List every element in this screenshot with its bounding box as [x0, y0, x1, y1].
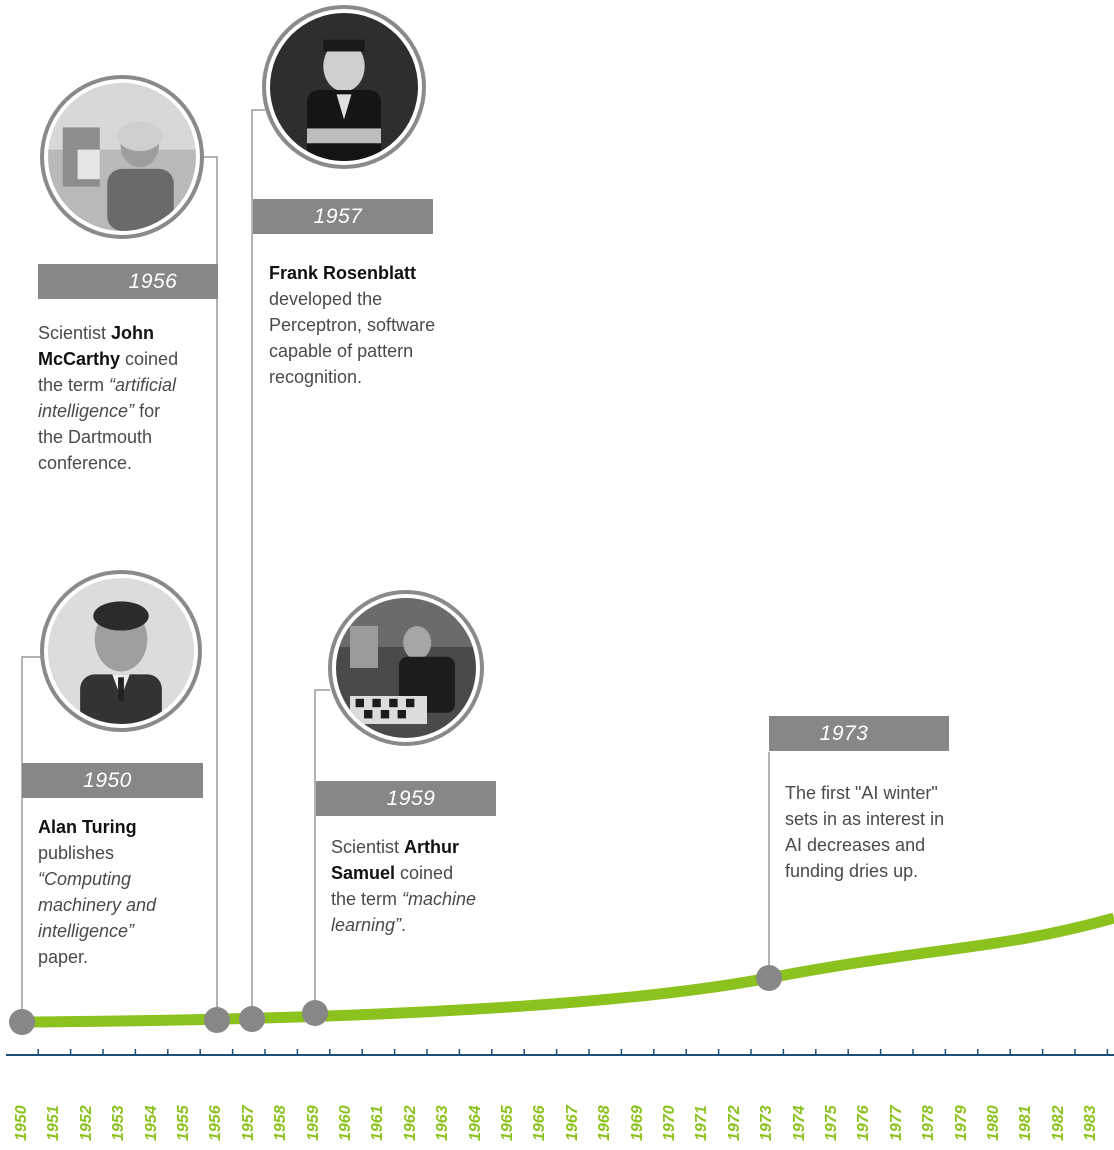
- year-label-1956: 1956: [38, 264, 218, 299]
- axis-year-label: 1963: [434, 1105, 452, 1141]
- event-description-1973: The first "AI winter" sets in as interes…: [785, 780, 950, 884]
- axis-year-label: 1964: [466, 1105, 484, 1141]
- axis-year-label: 1978: [920, 1105, 938, 1141]
- axis-year-label: 1971: [693, 1105, 711, 1141]
- axis-year-label: 1969: [628, 1105, 646, 1141]
- connector-1950: [21, 656, 42, 1022]
- description-fragment: coined the term: [331, 863, 454, 909]
- description-fragment: coined the term: [38, 349, 179, 395]
- event-description-1957: Frank Rosenblatt developed the Perceptro…: [269, 260, 439, 390]
- connector-1957: [251, 109, 265, 1019]
- description-fragment: “artificial intelligence”: [38, 375, 177, 421]
- axis-year-label: 1970: [661, 1105, 678, 1141]
- axis-year-label: 1960: [337, 1105, 354, 1141]
- year-label-1950: 1950: [22, 763, 203, 798]
- axis-year-label: 1973: [758, 1105, 776, 1141]
- event-description-1956: Scientist John McCarthy coined the term …: [38, 320, 188, 476]
- timeline-dot-1957[interactable]: [239, 1006, 265, 1032]
- description-fragment: developed the Perceptron, software capab…: [269, 289, 436, 387]
- portrait-1957: [262, 5, 426, 169]
- description-fragment: The first "AI winter" sets in as interes…: [785, 783, 945, 881]
- event-description-1950: Alan Turing publishes “Computing machine…: [38, 814, 188, 970]
- timeline-dot-1959[interactable]: [302, 1000, 328, 1026]
- axis-year-label: 1966: [531, 1105, 549, 1141]
- axis-year-label: 1967: [563, 1105, 581, 1141]
- description-fragment: publishes: [38, 843, 115, 863]
- portrait-1959: [328, 590, 484, 746]
- portrait-1956: [40, 75, 204, 239]
- axis-year-label: 1955: [175, 1105, 192, 1141]
- description-fragment: Scientist: [331, 837, 405, 857]
- description-fragment: Frank Rosenblatt: [269, 263, 417, 283]
- axis-year-label: 1961: [369, 1105, 387, 1141]
- axis-year-label: 1983: [1082, 1105, 1100, 1141]
- axis-year-label: 1956: [207, 1105, 225, 1141]
- axis-year-label: 1974: [790, 1105, 808, 1141]
- description-fragment: “machine learning”: [331, 889, 477, 935]
- axis-year-label: 1965: [499, 1105, 516, 1141]
- description-fragment: John McCarthy: [38, 323, 155, 369]
- axis-year-label: 1972: [725, 1105, 743, 1141]
- description-fragment: Scientist: [38, 323, 112, 343]
- description-fragment: Alan Turing: [38, 817, 137, 837]
- connector-1959: [314, 689, 330, 1013]
- axis-year-label: 1953: [110, 1105, 128, 1141]
- axis-year-label: 1968: [596, 1105, 614, 1141]
- event-description-1959: Scientist Arthur Samuel coined the term …: [331, 834, 481, 938]
- axis-year-label: 1957: [239, 1105, 257, 1141]
- timeline-dot-1956[interactable]: [204, 1007, 230, 1033]
- year-axis-ticks: [37, 1049, 1109, 1055]
- description-fragment: for the Dartmouth conference.: [38, 401, 161, 473]
- axis-year-label: 1951: [45, 1105, 63, 1141]
- axis-year-label: 1952: [77, 1105, 95, 1141]
- year-label-1973: 1973: [769, 716, 949, 751]
- axis-year-label: 1962: [401, 1105, 419, 1141]
- axis-year-label: 1982: [1049, 1105, 1067, 1141]
- portrait-1950: [40, 570, 202, 732]
- timeline-dot-1973[interactable]: [756, 965, 782, 991]
- axis-year-label: 1950: [13, 1105, 30, 1141]
- timeline-dot-1950[interactable]: [9, 1009, 35, 1035]
- axis-year-label: 1954: [142, 1105, 160, 1141]
- axis-year-label: 1976: [855, 1105, 873, 1141]
- axis-year-label: 1979: [952, 1105, 970, 1141]
- year-label-1957: 1957: [253, 199, 433, 234]
- connector-1956: [204, 156, 218, 1020]
- year-label-1959: 1959: [316, 781, 496, 816]
- axis-year-label: 1958: [272, 1105, 290, 1141]
- axis-year-label: 1980: [985, 1105, 1002, 1141]
- axis-year-label: 1981: [1017, 1105, 1035, 1141]
- axis-year-label: 1959: [304, 1105, 322, 1141]
- axis-year-label: 1975: [823, 1105, 840, 1141]
- description-fragment: .: [401, 915, 407, 935]
- description-fragment: Arthur Samuel: [331, 837, 460, 883]
- description-fragment: “Computing machinery and intelligence”: [38, 869, 157, 941]
- axis-year-label: 1977: [887, 1105, 905, 1141]
- description-fragment: paper.: [38, 947, 89, 967]
